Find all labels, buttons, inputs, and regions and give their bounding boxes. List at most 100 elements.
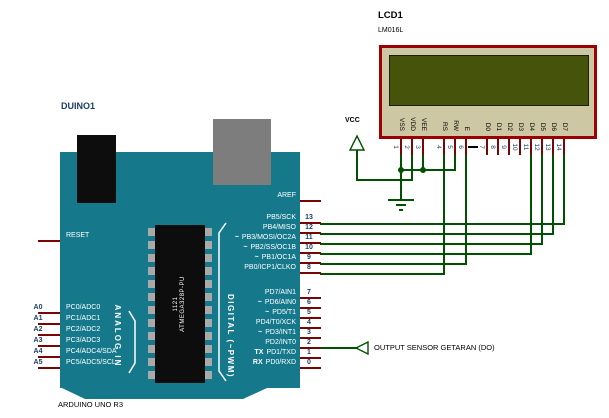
sensor-terminal-icon[interactable] — [354, 340, 370, 356]
lcd-pin-label: D4 — [528, 122, 535, 131]
chip-pin — [205, 319, 212, 327]
arduino-pin-stub[interactable] — [300, 272, 321, 274]
arduino-pin-stub[interactable] — [38, 345, 60, 347]
wire[interactable] — [563, 154, 565, 225]
lcd-pin-stub[interactable] — [454, 139, 456, 155]
lcd-pin-stub[interactable] — [443, 139, 445, 155]
chip-marking-line2: ATMEGA328P-PU — [180, 276, 186, 332]
arduino-pin-number: 3 — [307, 329, 311, 336]
arduino-pin-stub[interactable] — [300, 367, 321, 369]
wire[interactable] — [320, 263, 467, 265]
arduino-pin-stub[interactable] — [300, 357, 321, 359]
lcd-pin-stub[interactable] — [400, 139, 402, 155]
lcd-pin-number: 1 — [392, 145, 399, 149]
lcd-pin-number: 8 — [489, 145, 496, 149]
power-jack — [77, 135, 116, 203]
lcd-pin-stub[interactable] — [563, 139, 565, 155]
wire[interactable] — [320, 233, 554, 235]
junction-dot — [398, 167, 404, 173]
chip-pin — [205, 241, 212, 249]
arduino-pin-number: 7 — [307, 289, 311, 296]
chip-pin — [148, 371, 155, 379]
wire[interactable] — [320, 243, 543, 245]
usb-connector — [213, 119, 271, 185]
chip-pin — [148, 332, 155, 340]
lcd-pin-stub[interactable] — [497, 139, 499, 155]
pin-prefix: ~ — [254, 254, 259, 261]
reset-pin-label: RESET — [66, 232, 90, 239]
lcd-pin-number: 10 — [511, 143, 518, 151]
lcd-pin-stub[interactable] — [519, 139, 521, 155]
lcd-pin-label: D3 — [517, 122, 524, 131]
wire[interactable] — [320, 223, 565, 225]
arduino-pin-stub[interactable] — [300, 232, 321, 234]
reset-pin-stub[interactable] — [38, 240, 60, 242]
wire[interactable] — [552, 154, 554, 235]
wire[interactable] — [465, 154, 467, 265]
wire[interactable] — [454, 154, 456, 171]
lcd-pin-label: E — [463, 126, 470, 131]
wire[interactable] — [411, 154, 413, 181]
wire[interactable] — [356, 150, 358, 181]
atmega-chip[interactable] — [155, 225, 205, 383]
arduino-pin-number: 11 — [305, 234, 313, 241]
arduino-pin-label: PD6/AIN0 — [264, 299, 296, 306]
lcd-pin-stub[interactable] — [552, 139, 554, 155]
arduino-pin-label: PC2/ADC2 — [66, 326, 101, 333]
arduino-pin-label: PB3/MOSI/OC2A — [241, 234, 296, 241]
wire[interactable] — [422, 154, 424, 171]
arduino-pin-label: PB0/ICP1/CLKO — [244, 264, 296, 271]
wire[interactable] — [530, 154, 532, 255]
lcd-pin-stub[interactable] — [422, 139, 424, 155]
arduino-pin-stub[interactable] — [300, 317, 321, 319]
lcd-pin-label: D0 — [484, 122, 491, 131]
arduino-pin-number: A5 — [33, 359, 43, 366]
arduino-pin-stub[interactable] — [300, 347, 321, 349]
arduino-pin-stub[interactable] — [300, 262, 321, 264]
arduino-pin-label: PC0/ADC0 — [66, 304, 101, 311]
chip-pin — [148, 241, 155, 249]
lcd-pin-stub[interactable] — [541, 139, 543, 155]
arduino-pin-stub[interactable] — [300, 337, 321, 339]
lcd-pin-stub[interactable] — [411, 139, 413, 155]
arduino-pin-stub[interactable] — [38, 312, 60, 314]
arduino-pin-stub[interactable] — [300, 242, 321, 244]
arduino-pin-stub[interactable] — [38, 367, 60, 369]
wire[interactable] — [400, 169, 456, 171]
arduino-pin-row: ~PB2/SS/OC1B — [243, 244, 296, 252]
arduino-pin-number: 8 — [307, 264, 311, 271]
arduino-pin-stub[interactable] — [300, 327, 321, 329]
arduino-pin-label: PD4/T0/XCK — [255, 319, 296, 326]
arduino-pin-stub[interactable] — [300, 222, 321, 224]
wire[interactable] — [320, 253, 532, 255]
wire[interactable] — [320, 273, 445, 275]
lcd-pin-number: 13 — [544, 143, 551, 151]
lcd-pin-stub[interactable] — [465, 139, 467, 155]
ground-symbol[interactable] — [399, 209, 403, 211]
analog-brace — [128, 310, 136, 374]
arduino-pin-stub[interactable] — [300, 297, 321, 299]
lcd-pin-stub[interactable] — [508, 139, 510, 155]
wire[interactable] — [356, 179, 413, 181]
arduino-pin-stub[interactable] — [38, 323, 60, 325]
arduino-pin-stub[interactable] — [38, 356, 60, 358]
sensor-terminal-label: OUTPUT SENSOR GETARAN (DO) — [374, 343, 495, 352]
arduino-pin-stub[interactable] — [300, 307, 321, 309]
arduino-pin-stub[interactable] — [38, 334, 60, 336]
arduino-pin-label: PB1/OC1A — [261, 254, 296, 261]
ground-symbol[interactable] — [396, 204, 406, 206]
ground-symbol[interactable] — [388, 199, 414, 201]
wire[interactable] — [400, 154, 402, 200]
chip-pin — [205, 371, 212, 379]
aref-pin-stub[interactable] — [300, 200, 321, 202]
lcd-pin-stub[interactable] — [530, 139, 532, 155]
lcd-pin-stub[interactable] — [486, 139, 488, 155]
wire[interactable] — [320, 347, 358, 349]
arduino-pin-row: ~PD3/INT1 — [258, 329, 296, 337]
chip-pin — [148, 228, 155, 236]
wire[interactable] — [541, 154, 543, 245]
chip-pin — [205, 345, 212, 353]
wire[interactable] — [443, 154, 445, 275]
arduino-pin-label: PD5/T1 — [272, 309, 296, 316]
arduino-pin-stub[interactable] — [300, 252, 321, 254]
